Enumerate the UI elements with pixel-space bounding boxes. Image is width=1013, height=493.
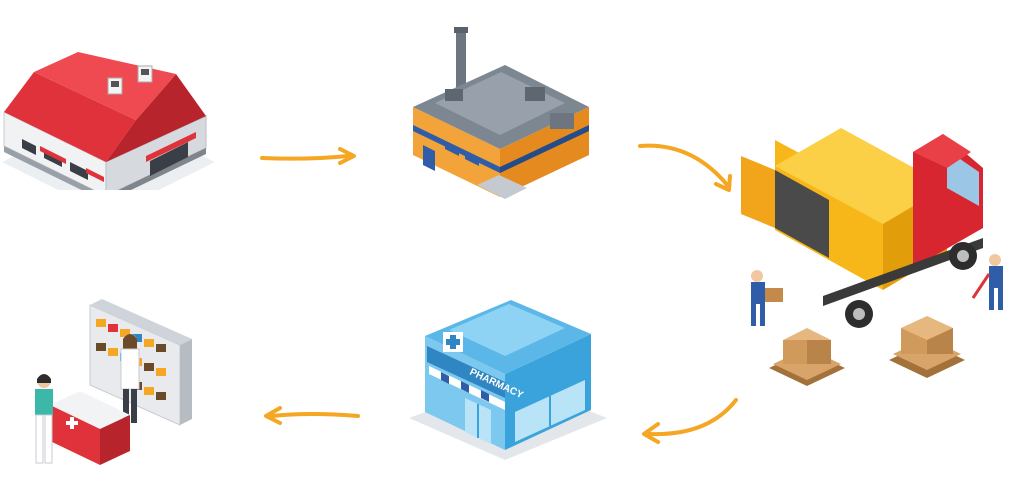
pharmacy-counter-icon	[35, 299, 192, 465]
warehouse-icon	[2, 52, 215, 190]
pharmacy-store-icon: PHARMACY	[409, 300, 607, 460]
factory-icon	[413, 27, 589, 199]
arrow-pharmacy-to-counter	[264, 406, 360, 425]
arrow-factory-to-truck	[638, 143, 732, 192]
arrow-truck-to-pharmacy	[642, 398, 738, 444]
pharmacy-store: PHARMACY	[405, 300, 610, 465]
arrow-warehouse-to-factory	[260, 147, 356, 165]
delivery-truck-icon	[741, 128, 1003, 386]
